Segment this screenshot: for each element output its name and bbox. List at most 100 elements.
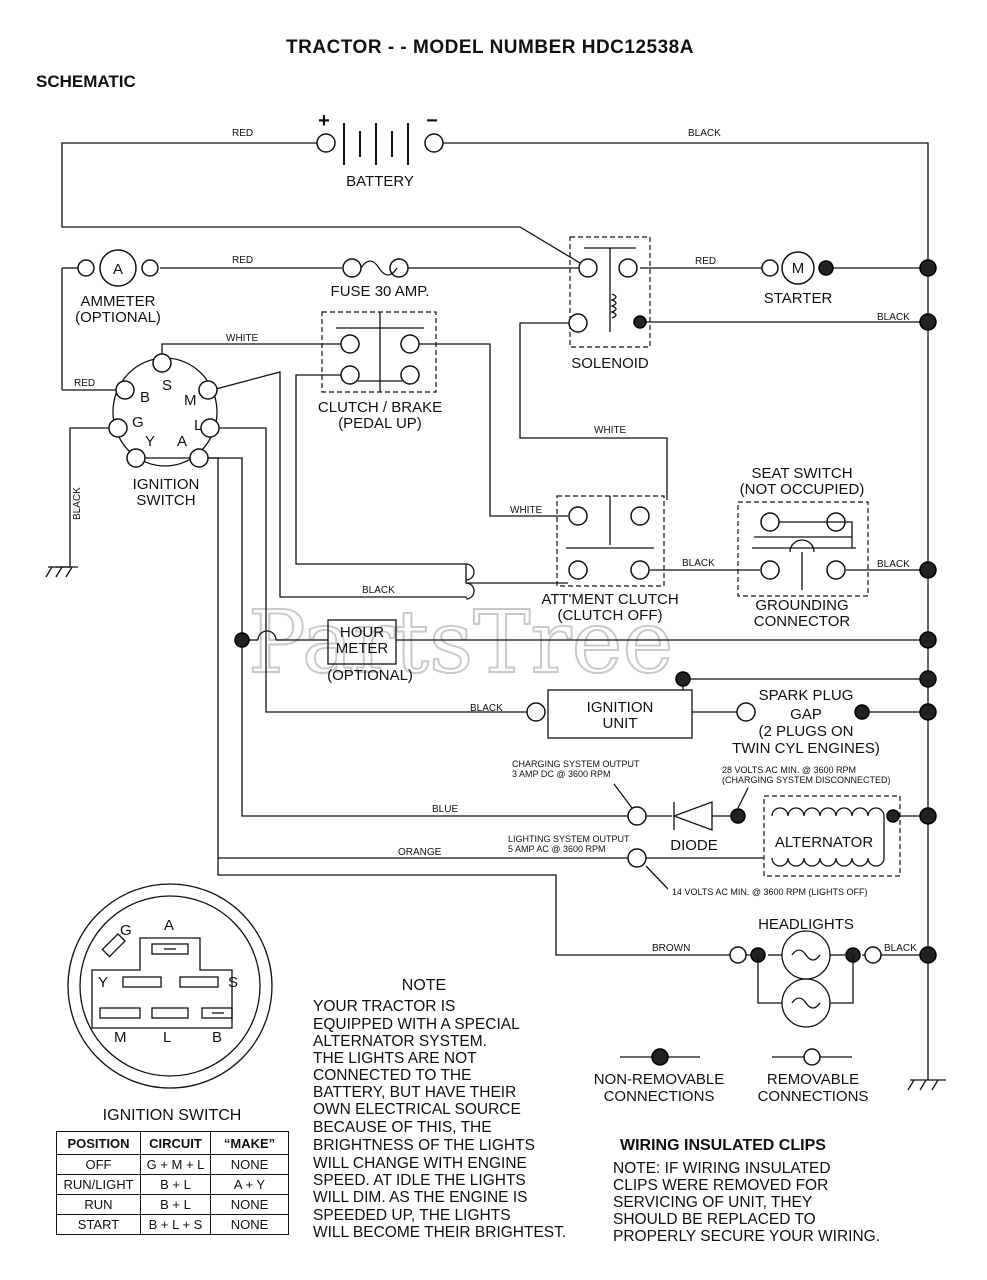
ammeter-symbol: A: [113, 261, 123, 278]
wire-label-black-ign-unit: BLACK: [470, 703, 503, 714]
table-cell: B + L: [140, 1194, 211, 1215]
grounding-connector-label: GROUNDING: [755, 597, 848, 614]
table-header: CIRCUIT: [140, 1131, 211, 1155]
wire-label-black-m: BLACK: [362, 585, 395, 596]
diode: DIODE: [627, 801, 718, 854]
wire-label-white-s: WHITE: [226, 333, 259, 344]
wires: [45, 142, 946, 1091]
switch-terminal-l: L: [194, 417, 202, 434]
note-line: EQUIPPED WITH A SPECIAL: [313, 1016, 520, 1033]
wire-label-red-fuse: RED: [232, 255, 253, 266]
wire-label-orange: ORANGE: [398, 847, 442, 858]
table-row: RUN B + L NONE: [56, 1194, 289, 1215]
clips-line: PROPERLY SECURE YOUR WIRING.: [613, 1228, 880, 1245]
charging-output-value: 3 AMP DC @ 3600 RPM: [512, 769, 611, 779]
wire-label-black-ground: BLACK: [72, 487, 83, 520]
diode-label: DIODE: [670, 837, 718, 854]
note-line: SPEED. AT IDLE THE LIGHTS: [313, 1172, 526, 1189]
starter-symbol: M: [792, 260, 805, 277]
ac-28-note: (CHARGING SYSTEM DISCONNECTED): [722, 775, 891, 785]
hour-meter: HOUR METER (OPTIONAL): [327, 619, 413, 684]
note-line: ALTERNATOR SYSTEM.: [313, 1033, 487, 1050]
table-row: START B + L + S NONE: [56, 1214, 289, 1235]
headlights-label: HEADLIGHTS: [758, 916, 854, 933]
plug-letter-l: L: [163, 1029, 171, 1046]
watermark: PartsTree: [248, 593, 673, 693]
table-header-row: POSITION CIRCUIT “MAKE”: [56, 1131, 289, 1155]
note-block: NOTE YOUR TRACTOR IS EQUIPPED WITH A SPE…: [313, 977, 566, 1241]
clips-line: SERVICING OF UNIT, THEY: [613, 1194, 812, 1211]
seat-switch-label: SEAT SWITCH: [751, 465, 852, 482]
battery-positive-sign: +: [318, 110, 330, 132]
table-cell: START: [56, 1214, 141, 1235]
legend-removable-2: CONNECTIONS: [758, 1088, 869, 1105]
ignition-unit: IGNITION UNIT: [526, 689, 693, 739]
table-cell: NONE: [210, 1154, 289, 1175]
battery: + − BATTERY: [316, 110, 444, 190]
lighting-output-label: LIGHTING SYSTEM OUTPUT: [508, 834, 630, 844]
ignition-switch-caption: IGNITION SWITCH: [103, 1107, 242, 1124]
wire-label-black-top: BLACK: [688, 128, 721, 139]
clips-line: CLIPS WERE REMOVED FOR: [613, 1177, 828, 1194]
table-cell: NONE: [210, 1194, 289, 1215]
wiring-clips-note: WIRING INSULATED CLIPS NOTE: IF WIRING I…: [613, 1137, 880, 1245]
spark-plug-label: SPARK PLUG: [759, 687, 854, 704]
wire-label-brown: BROWN: [652, 943, 690, 954]
grounding-connector-label-2: CONNECTOR: [754, 613, 851, 630]
hour-meter-optional: (OPTIONAL): [327, 667, 413, 684]
charging-output-label: CHARGING SYSTEM OUTPUT: [512, 759, 640, 769]
wire-label-blue: BLUE: [432, 804, 458, 815]
attachment-clutch-switch: ATT'MENT CLUTCH (CLUTCH OFF): [541, 495, 679, 624]
table-cell: RUN: [56, 1194, 141, 1215]
note-line: THE LIGHTS ARE NOT: [313, 1050, 477, 1067]
switch-terminal-g: G: [132, 414, 144, 431]
spark-plug: SPARK PLUG GAP (2 PLUGS ON TWIN CYL ENGI…: [732, 687, 880, 757]
ammeter-optional: (OPTIONAL): [75, 309, 161, 326]
note-line: BRIGHTNESS OF THE LIGHTS: [313, 1137, 535, 1154]
note-line: WILL CHANGE WITH ENGINE: [313, 1155, 527, 1172]
ac-14-label: 14 VOLTS AC MIN. @ 3600 RPM (LIGHTS OFF): [672, 887, 868, 897]
ignition-switch: B S M G L Y A IGNITION SWITCH: [108, 353, 220, 509]
seat-switch-state: (NOT OCCUPIED): [740, 481, 865, 498]
table-cell: B + L + S: [140, 1214, 211, 1235]
table-header: “MAKE”: [210, 1131, 289, 1155]
alternator: ALTERNATOR: [627, 795, 901, 877]
wire-label-black-att: BLACK: [682, 558, 715, 569]
table-cell: OFF: [56, 1154, 141, 1175]
ignition-switch-label-2: SWITCH: [136, 492, 195, 509]
note-line: SPEEDED UP, THE LIGHTS: [313, 1207, 511, 1224]
wire-label-red-top: RED: [232, 128, 253, 139]
legend-removable: REMOVABLE: [767, 1071, 859, 1088]
clips-line: NOTE: IF WIRING INSULATED: [613, 1160, 831, 1177]
ammeter-label: AMMETER: [81, 293, 156, 310]
table-cell: A + Y: [210, 1174, 289, 1195]
note-line: BECAUSE OF THIS, THE: [313, 1119, 492, 1136]
solenoid: SOLENOID: [568, 236, 651, 372]
wire-label-black-solenoid: BLACK: [877, 312, 910, 323]
table-cell: NONE: [210, 1214, 289, 1235]
plug-letter-a: A: [164, 917, 174, 934]
battery-label: BATTERY: [346, 173, 414, 190]
starter: M STARTER: [761, 251, 834, 307]
seat-switch: SEAT SWITCH (NOT OCCUPIED) GROUNDING CON…: [737, 465, 869, 630]
ignition-unit-label: IGNITION: [587, 699, 654, 716]
wire-label-red-b: RED: [74, 378, 95, 389]
alternator-label: ALTERNATOR: [775, 834, 874, 851]
wire-label-white-solenoid: WHITE: [594, 425, 627, 436]
switch-terminal-s: S: [162, 377, 172, 394]
connection-legend: NON-REMOVABLE CONNECTIONS REMOVABLE CONN…: [594, 1048, 869, 1105]
starter-label: STARTER: [764, 290, 833, 307]
hour-meter-label-2: METER: [336, 640, 389, 657]
spark-plug-gap: GAP: [790, 706, 822, 723]
table-row: RUN/LIGHT B + L A + Y: [56, 1174, 289, 1195]
fuse: FUSE 30 AMP.: [331, 258, 429, 300]
plug-letter-m: M: [114, 1029, 127, 1046]
clips-title: WIRING INSULATED CLIPS: [620, 1137, 826, 1154]
wire-label-red-starter: RED: [695, 256, 716, 267]
table-cell: RUN/LIGHT: [56, 1174, 141, 1195]
clutch-brake-label: CLUTCH / BRAKE: [318, 399, 442, 416]
attachment-clutch-state: (CLUTCH OFF): [558, 607, 663, 624]
plug-letter-s: S: [228, 974, 238, 991]
attachment-clutch-label: ATT'MENT CLUTCH: [541, 591, 678, 608]
